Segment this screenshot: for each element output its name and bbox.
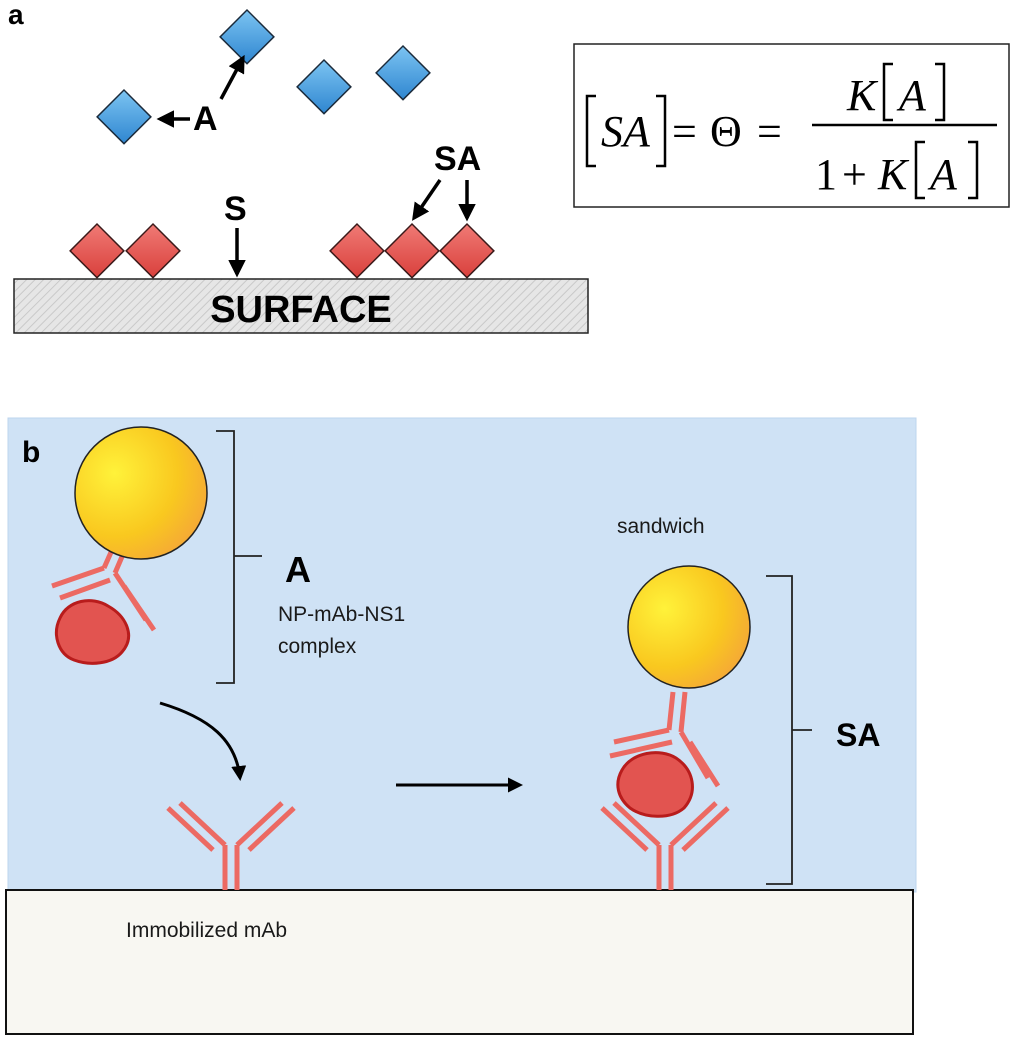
free-complex	[51, 426, 208, 665]
diamond-icon	[375, 44, 431, 101]
complex-label-b: SA	[836, 717, 880, 753]
arrow-icon	[159, 701, 247, 781]
diamond-icon	[69, 222, 125, 279]
antibody-icon	[166, 801, 296, 890]
antigen-icon	[616, 751, 694, 818]
bracket-sa	[766, 575, 812, 885]
diamond-icon	[384, 222, 440, 279]
eq-num-a: A	[896, 71, 927, 120]
eq-equals-1: =	[672, 107, 697, 156]
eq-den-one: 1	[815, 150, 837, 199]
panel-b-label: b	[22, 436, 40, 469]
panel-b: b A NP-mAb-NS1 complex	[5, 417, 917, 1035]
sandwich-complex	[600, 565, 751, 890]
diamond-icon	[96, 88, 152, 145]
panel-a: a A SURFACE S SA	[8, 0, 1010, 334]
complex-label-a: SA	[434, 140, 481, 178]
panel-a-label: a	[8, 0, 24, 30]
diamond-icon	[219, 8, 275, 65]
eq-equals-2: =	[757, 107, 782, 156]
diamond-icon	[439, 222, 495, 279]
antibody-icon	[609, 691, 721, 788]
surface-label: SURFACE	[210, 289, 392, 331]
eq-num-k: K	[846, 71, 879, 120]
eq-lhs: SA	[601, 107, 651, 156]
diamond-icon	[296, 58, 352, 115]
eq-theta: Θ	[710, 107, 742, 156]
arrow-icon	[412, 179, 442, 221]
substrate	[5, 889, 914, 1035]
langmuir-equation: SA = Θ = K A 1 + K A	[573, 43, 1010, 208]
nanoparticle-icon	[74, 426, 208, 560]
nanoparticle-icon	[627, 565, 751, 689]
complex-desc-line1: NP-mAb-NS1	[278, 603, 405, 626]
eq-den-a: A	[927, 150, 958, 199]
substrate-label: Immobilized mAb	[126, 919, 287, 942]
bracket-a	[216, 430, 262, 684]
site-label: S	[224, 190, 247, 228]
arrow-icon	[219, 54, 245, 100]
eq-den-k: K	[877, 150, 910, 199]
analyte-diamonds	[96, 8, 431, 145]
diamond-icon	[125, 222, 181, 279]
antigen-icon	[55, 599, 131, 665]
diamond-icon	[329, 222, 385, 279]
surface	[13, 278, 589, 334]
site-diamonds	[69, 222, 495, 279]
antibody-icon	[600, 801, 730, 890]
complex-desc-line2: complex	[278, 635, 357, 658]
analyte-label: A	[193, 100, 218, 138]
eq-den-plus: +	[842, 150, 867, 199]
analyte-label-b: A	[285, 549, 311, 590]
sandwich-label: sandwich	[617, 515, 705, 538]
